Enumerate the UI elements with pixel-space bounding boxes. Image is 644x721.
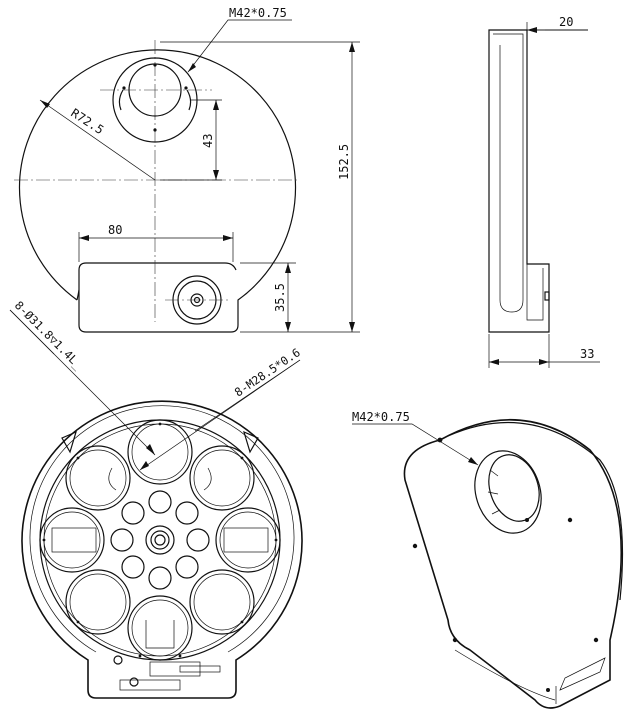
side-body-outline	[488, 29, 550, 333]
radius-dimension-line	[39, 99, 156, 181]
tap-label: 8-M28.5*0.6	[232, 345, 303, 399]
iso-body-outline	[403, 418, 622, 709]
m42-leader	[187, 19, 292, 73]
inner-holes	[110, 490, 210, 590]
rim-screws	[42, 422, 278, 658]
iso-m42-label: M42*0.75	[352, 410, 410, 424]
bore-label: 8-Ø31.8▽1.4L_	[12, 298, 86, 372]
wheel-casing-outline	[21, 400, 303, 699]
control-board	[113, 655, 221, 691]
thickness-label: 20	[559, 15, 573, 29]
front-view: M42*0.75 R72.5 43 80 152.5 35.5	[14, 6, 360, 333]
side-view: 20 33	[488, 15, 600, 368]
depth-label: 33	[580, 347, 594, 361]
filter-bores	[39, 419, 281, 661]
offset-label: 43	[201, 134, 215, 148]
base-knob	[165, 275, 229, 325]
width-label: 80	[108, 223, 122, 237]
front-body-outline	[18, 49, 297, 333]
iso-m42-leader	[352, 423, 479, 466]
iso-view: M42*0.75	[352, 410, 624, 709]
m42-label: M42*0.75	[229, 6, 287, 20]
base-label: 35.5	[273, 283, 287, 312]
iso-m42-port	[474, 450, 542, 534]
filter-wheel-view: 8-Ø31.8▽1.4L_ 8-M28.5*0.6	[9, 298, 303, 699]
height-label: 152.5	[337, 144, 351, 180]
radius-label: R72.5	[68, 106, 106, 137]
